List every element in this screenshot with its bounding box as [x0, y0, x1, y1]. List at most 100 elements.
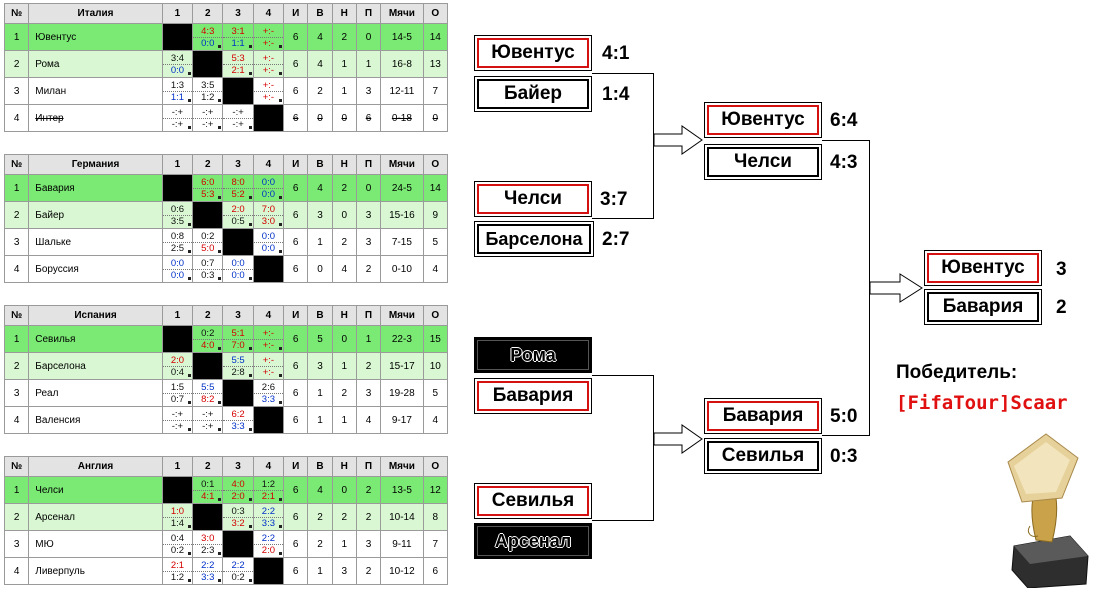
- match-score-cell[interactable]: +:-+:-: [252, 23, 285, 51]
- qf3-away-box[interactable]: Бавария: [474, 378, 592, 414]
- leg-score: 2:3: [201, 544, 215, 556]
- won-cell: 2: [307, 77, 333, 105]
- match-score-cell[interactable]: -:+-:+: [192, 406, 224, 434]
- played-cell: 6: [283, 23, 309, 51]
- sf2-home-name: Бавария: [707, 401, 819, 431]
- qf2-home-box[interactable]: Челси: [474, 181, 592, 217]
- match-score-cell[interactable]: -:+-:+: [192, 104, 224, 132]
- qf3-home-box[interactable]: Рома: [474, 337, 592, 373]
- qf1-away-box[interactable]: Байер: [474, 76, 592, 112]
- match-score-cell[interactable]: +:-+:-: [252, 50, 285, 78]
- drawn-cell: 2: [331, 379, 357, 407]
- qf4-home-box[interactable]: Севилья: [474, 483, 592, 519]
- goals-cell: 7-15: [380, 228, 424, 256]
- rank-cell: 3: [3, 379, 30, 407]
- winner-label: Победитель:: [896, 362, 1018, 383]
- col-header-goals: Мячи: [380, 3, 424, 24]
- match-score-cell[interactable]: -:+-:+: [161, 406, 194, 434]
- leg-score: 1:2: [170, 571, 185, 583]
- qf1-home-box[interactable]: Ювентус: [474, 35, 592, 71]
- qf4-away-name: Арсенал: [477, 526, 589, 556]
- match-score-cell[interactable]: -:+-:+: [222, 104, 254, 132]
- leg-score: 4:3: [193, 26, 222, 38]
- leg-score: -:+: [202, 420, 214, 432]
- sf1-home-box[interactable]: Ювентус: [704, 102, 822, 138]
- sf2-home-box[interactable]: Бавария: [704, 398, 822, 434]
- match-score-cell[interactable]: +:-+:-: [252, 77, 285, 105]
- lost-cell: 3: [355, 228, 382, 256]
- final-away-box[interactable]: Бавария: [924, 289, 1042, 325]
- leg-score: 8:0: [223, 177, 253, 189]
- sf1-away-box[interactable]: Челси: [704, 144, 822, 180]
- qf4-away-box[interactable]: Арсенал: [474, 523, 592, 559]
- drawn-cell: 1: [331, 530, 357, 558]
- points-cell: 6: [422, 557, 449, 585]
- match-score-cell[interactable]: +:-+:-: [252, 325, 285, 353]
- qf2-away-box[interactable]: Барселона: [474, 221, 594, 257]
- final-home-box[interactable]: Ювентус: [924, 250, 1042, 286]
- sf2-away-box[interactable]: Севилья: [704, 438, 822, 474]
- leg-score: 2:1: [163, 560, 192, 572]
- self-match-cell: [161, 476, 194, 504]
- col-header-lost: П: [355, 3, 382, 24]
- match-score-cell[interactable]: -:+-:+: [161, 104, 194, 132]
- match-score-cell[interactable]: +:-+:-: [252, 352, 285, 380]
- played-cell: 6: [283, 228, 309, 256]
